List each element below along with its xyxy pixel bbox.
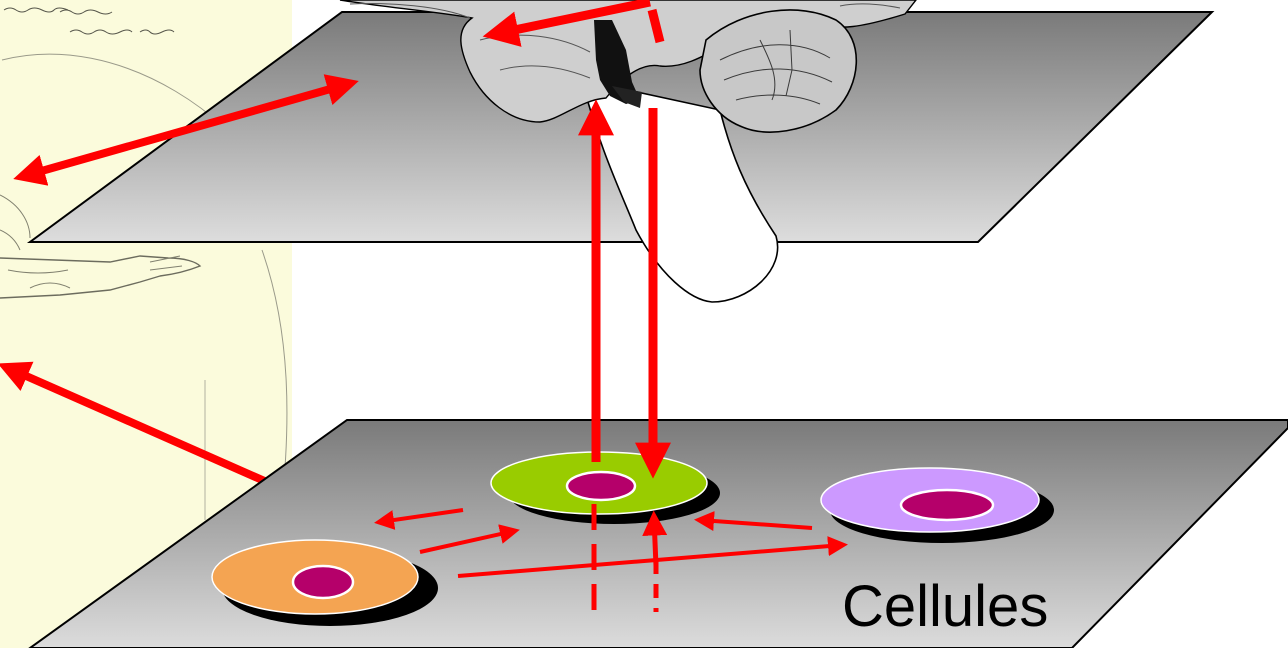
cell-lilac-nucleus	[901, 490, 993, 520]
cell-green-nucleus	[567, 472, 635, 500]
cells-label: Cellules	[842, 578, 1048, 636]
cell-orange-nucleus	[293, 566, 353, 598]
